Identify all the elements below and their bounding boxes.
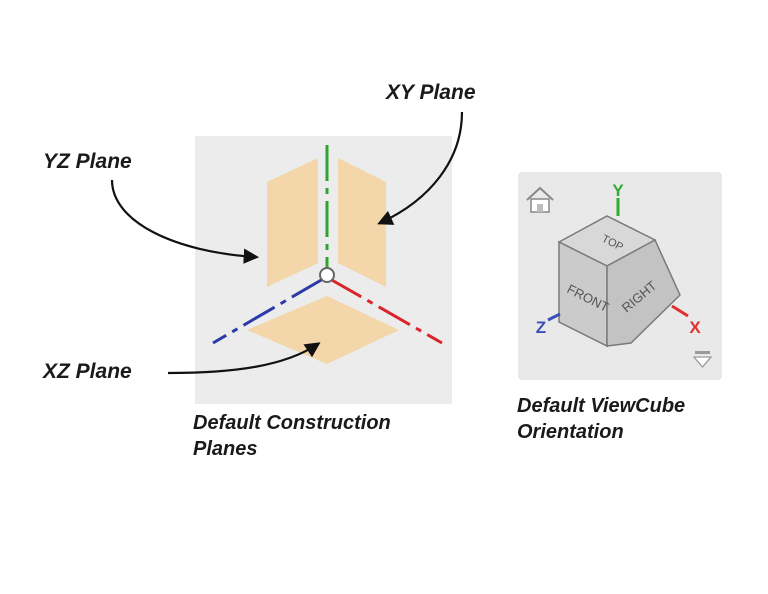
viewcube-caption: Default ViewCube Orientation xyxy=(517,393,685,445)
xy-plane-arrow xyxy=(377,111,464,225)
viewcube-z-axis xyxy=(547,312,561,322)
x-axis-line xyxy=(329,277,443,345)
xz-plane-arrow xyxy=(167,342,321,375)
xy-plane xyxy=(338,158,386,287)
viewcube-caption-line1: Default ViewCube xyxy=(517,395,686,417)
viewcube-y-label: Y xyxy=(612,181,624,200)
yz-plane-arrow xyxy=(110,179,260,264)
yz-plane xyxy=(267,158,318,287)
viewcube-diagram: TOP FRONT RIGHT Y X Z xyxy=(518,172,722,380)
construction-planes-caption: Default Construction Planes xyxy=(193,410,391,462)
construction-planes-caption-line2: Planes xyxy=(193,438,258,460)
dropdown-menu-icon[interactable] xyxy=(692,351,713,369)
viewcube-z-label: Z xyxy=(536,318,546,337)
viewcube-x-axis xyxy=(671,304,689,318)
xy-plane-label: XY Plane xyxy=(386,81,476,104)
yz-plane-label: YZ Plane xyxy=(43,150,132,173)
construction-planes-diagram xyxy=(110,111,464,404)
xz-plane-label: XZ Plane xyxy=(43,360,132,383)
viewcube-right-face[interactable] xyxy=(606,238,681,347)
origin-point xyxy=(319,267,335,283)
construction-planes-caption-line1: Default Construction xyxy=(193,412,391,434)
z-axis-line xyxy=(212,277,324,345)
viewcube-caption-line2: Orientation xyxy=(517,421,624,443)
home-icon[interactable] xyxy=(526,186,554,213)
xz-plane xyxy=(247,296,399,364)
viewcube-x-label: X xyxy=(689,318,701,337)
